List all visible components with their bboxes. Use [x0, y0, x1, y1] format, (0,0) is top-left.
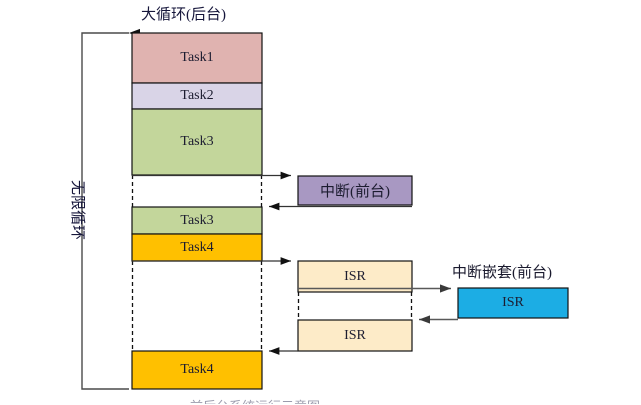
isr-bottom-box — [297, 319, 413, 352]
nested-isr-group — [298, 284, 569, 324]
background-task-column — [131, 32, 263, 390]
task1-block — [131, 32, 263, 84]
nested-isr-box — [457, 287, 569, 319]
task3-block — [131, 108, 263, 176]
infinite-loop-bracket — [81, 28, 141, 390]
task4-block — [131, 233, 263, 262]
figure-caption-clipped: 前后台系统运行示意图 — [190, 396, 460, 404]
task2-block — [131, 82, 263, 110]
isr-top-box — [297, 260, 413, 293]
infinite-loop-label: 无限循环 — [69, 180, 85, 241]
nested-interrupt-title: 中断嵌套(前台) — [452, 265, 552, 281]
interrupt-foreground-group — [132, 171, 413, 211]
task4b-block — [131, 350, 263, 390]
background-gap-dashed-lines — [131, 175, 263, 351]
interrupt-box — [297, 175, 413, 206]
background-loop-title: 大循环(后台) — [141, 7, 226, 23]
task3b-block — [131, 206, 263, 235]
isr-foreground-group — [132, 257, 413, 355]
